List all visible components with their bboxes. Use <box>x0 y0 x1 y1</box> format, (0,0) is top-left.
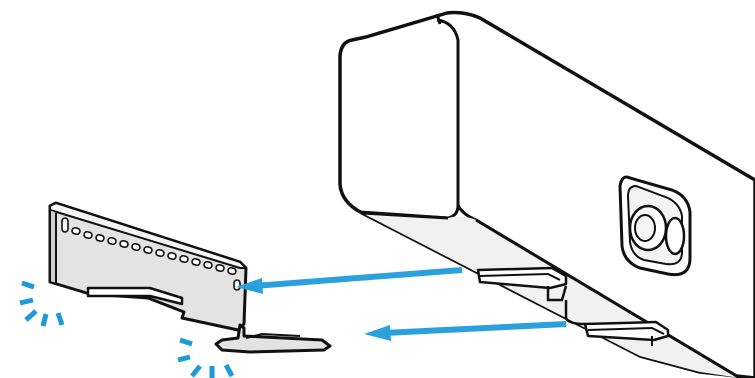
click-indicator-left <box>20 283 62 326</box>
wall-mount-bracket <box>50 203 330 352</box>
camera-lens-secondary <box>666 218 684 254</box>
camera-lens-inner <box>635 215 655 241</box>
slide-back-arrow <box>364 324 566 341</box>
slide-onto-device-arrow <box>236 270 462 294</box>
